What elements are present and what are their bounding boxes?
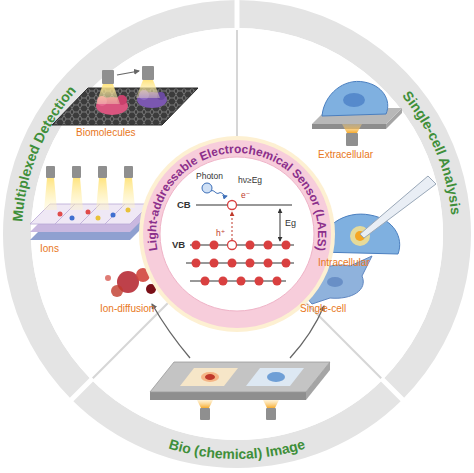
band-label: VB	[172, 240, 185, 250]
band-label: Eg	[285, 219, 296, 228]
application-label: Single-cell	[300, 304, 346, 314]
title-path-text: Bio (chemical) Image	[167, 436, 307, 462]
section-title: Single-cell Analysis	[399, 88, 464, 216]
band-label: h⁺	[216, 229, 225, 238]
band-label: hν≥Eg	[238, 176, 262, 185]
title-path-text: Single-cell Analysis	[399, 88, 464, 216]
application-label: Extracellular	[318, 150, 373, 160]
sector-body	[91, 234, 382, 440]
application-label: Intracellular	[318, 258, 370, 268]
title-path-text: Multiplexed Detection	[9, 82, 79, 222]
core-ring	[143, 140, 331, 328]
sensor-title: Light-addressable Electrochemical Sensor…	[145, 142, 329, 252]
application-label: Biomolecules	[76, 128, 135, 138]
band-label: e⁻	[241, 191, 250, 200]
core-sensor-circle: Light-addressable Electrochemical Sensor…	[139, 136, 335, 332]
section-title: Bio (chemical) Image	[167, 436, 307, 462]
band-label: CB	[177, 200, 191, 210]
section-title: Multiplexed Detection	[9, 82, 79, 222]
band-label: Photon	[196, 172, 223, 181]
core-circle-shape: Light-addressable Electrochemical Sensor…	[139, 136, 335, 332]
title-path-text: Light-addressable Electrochemical Sensor…	[145, 142, 329, 252]
core-glow	[139, 136, 335, 332]
application-label: Ions	[40, 244, 59, 254]
application-label: Ion-diffusion	[100, 304, 154, 314]
core-inner	[160, 157, 314, 311]
